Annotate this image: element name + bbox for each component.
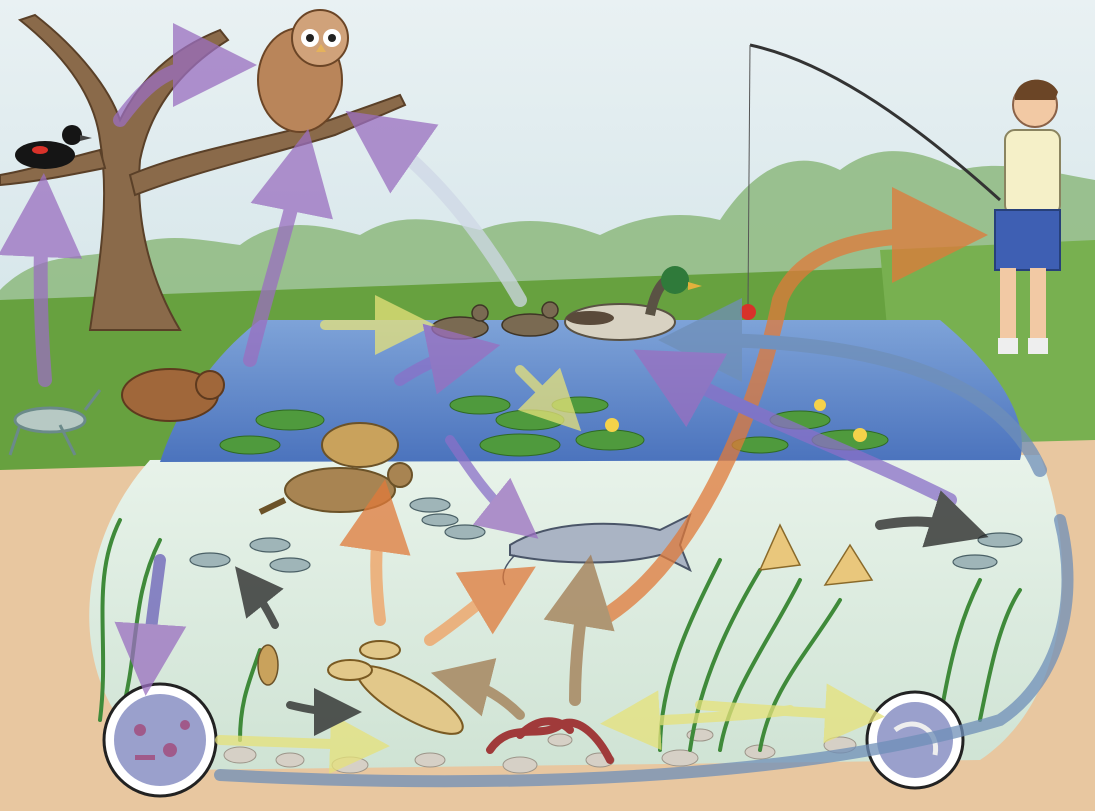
microorganisms-inset: [104, 684, 216, 796]
caddisfly-larva: [258, 645, 278, 685]
arrow-orange-fish-1: [376, 515, 380, 620]
arrow-yellow-bottom: [220, 740, 360, 745]
arrow-purple-to-blackbird: [41, 215, 45, 380]
fishing-bobber: [740, 304, 756, 320]
